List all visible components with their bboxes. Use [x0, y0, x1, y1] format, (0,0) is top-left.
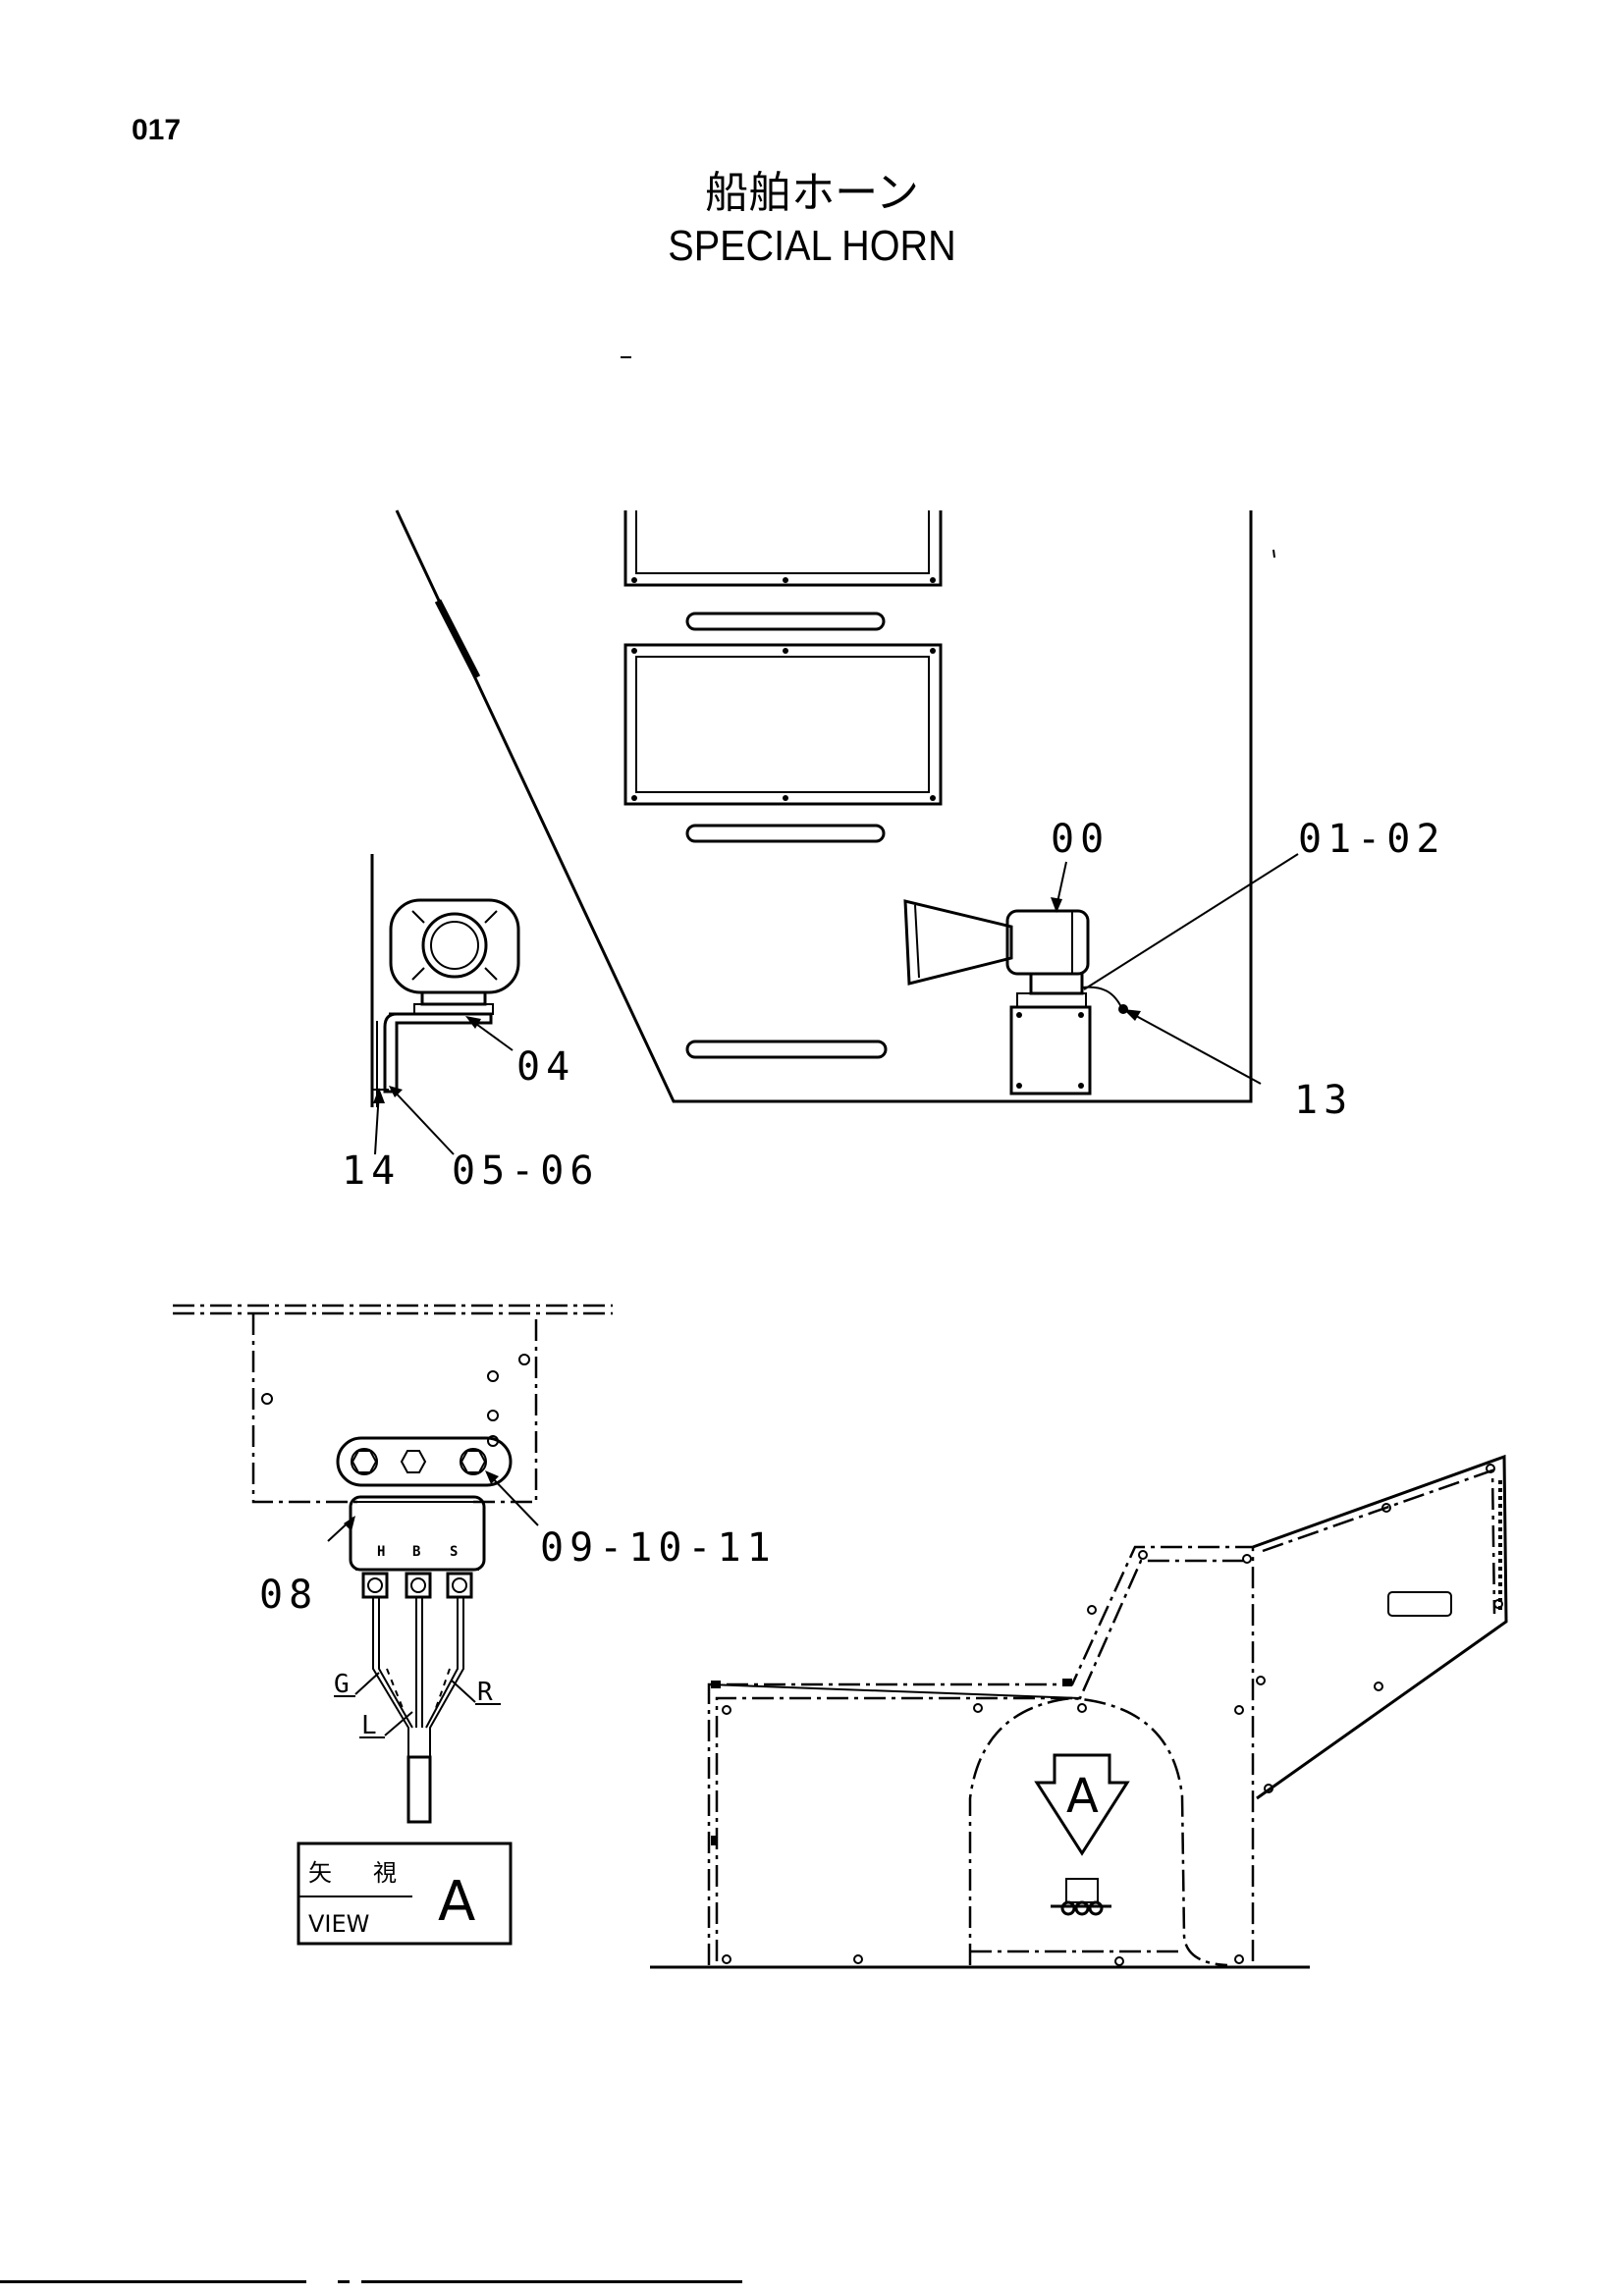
relay-small: [1065, 1878, 1099, 1903]
page-number: 017: [132, 114, 182, 146]
callout-horn-bolt: 01-02: [1298, 817, 1445, 862]
relay-mount-plate: [336, 1436, 513, 1487]
callout-relay-bolts: 09-10-11: [540, 1525, 777, 1571]
view-label-letter: A: [438, 1870, 475, 1934]
leader-09-10-11: [486, 1471, 539, 1526]
terminal-b: B: [412, 1544, 420, 1560]
callout-bracket: 04: [516, 1044, 575, 1090]
view-arrow: [1034, 1753, 1130, 1856]
panel-edge-thick: [434, 599, 481, 679]
panel-outline: [395, 509, 1253, 1103]
callout-clamp: 13: [1294, 1078, 1353, 1123]
wire-color-l: L: [361, 1711, 377, 1740]
leader-r: [451, 1680, 476, 1703]
title-block: 船舶ホーン SPECIAL HORN: [0, 167, 1624, 273]
view-label-jp-1: 矢: [308, 1859, 332, 1887]
footer-rule-left: [0, 2280, 306, 2283]
callout-spacer: 14: [342, 1148, 401, 1194]
relay-view: [173, 1304, 613, 1824]
leader-05-06: [390, 1087, 455, 1155]
callout-relay: 08: [259, 1573, 318, 1618]
wire-color-g: G: [334, 1670, 350, 1699]
leader-l: [384, 1711, 413, 1736]
middle-window: [623, 643, 943, 806]
machine-side-view: [650, 1454, 1508, 1969]
title-japanese: 船舶ホーン: [705, 168, 919, 218]
view-a-label: [297, 1842, 513, 1946]
callout-bracket-bolt: 05-06: [452, 1148, 599, 1194]
wire-harness: [406, 1755, 432, 1824]
terminal-s: S: [450, 1544, 458, 1560]
callout-horn: 00: [1051, 817, 1110, 862]
footer-rule-mid: [338, 2280, 350, 2283]
cab-handle: [1387, 1591, 1452, 1617]
panel-mark: [1272, 549, 1275, 559]
lamp-bracket-detail: [370, 854, 520, 1107]
footer-rule-right: [361, 2280, 742, 2283]
cab-side-panel: [395, 509, 1299, 1103]
vent-slot-2: [685, 824, 886, 843]
upper-window: [623, 510, 943, 587]
view-label-jp-2: 視: [373, 1859, 397, 1887]
wire-color-r: R: [477, 1678, 493, 1707]
view-label-en: VIEW: [308, 1910, 369, 1938]
leader-01-02: [1083, 853, 1299, 990]
vent-slot-3: [685, 1040, 888, 1059]
terminal-h: H: [377, 1544, 385, 1560]
view-arrow-letter: A: [1066, 1769, 1099, 1824]
leader-13: [1126, 1010, 1262, 1085]
special-horn: [903, 899, 1128, 1095]
leader-g: [354, 1672, 380, 1695]
title-english: SPECIAL HORN: [668, 222, 956, 270]
vent-slot-1: [685, 612, 886, 631]
